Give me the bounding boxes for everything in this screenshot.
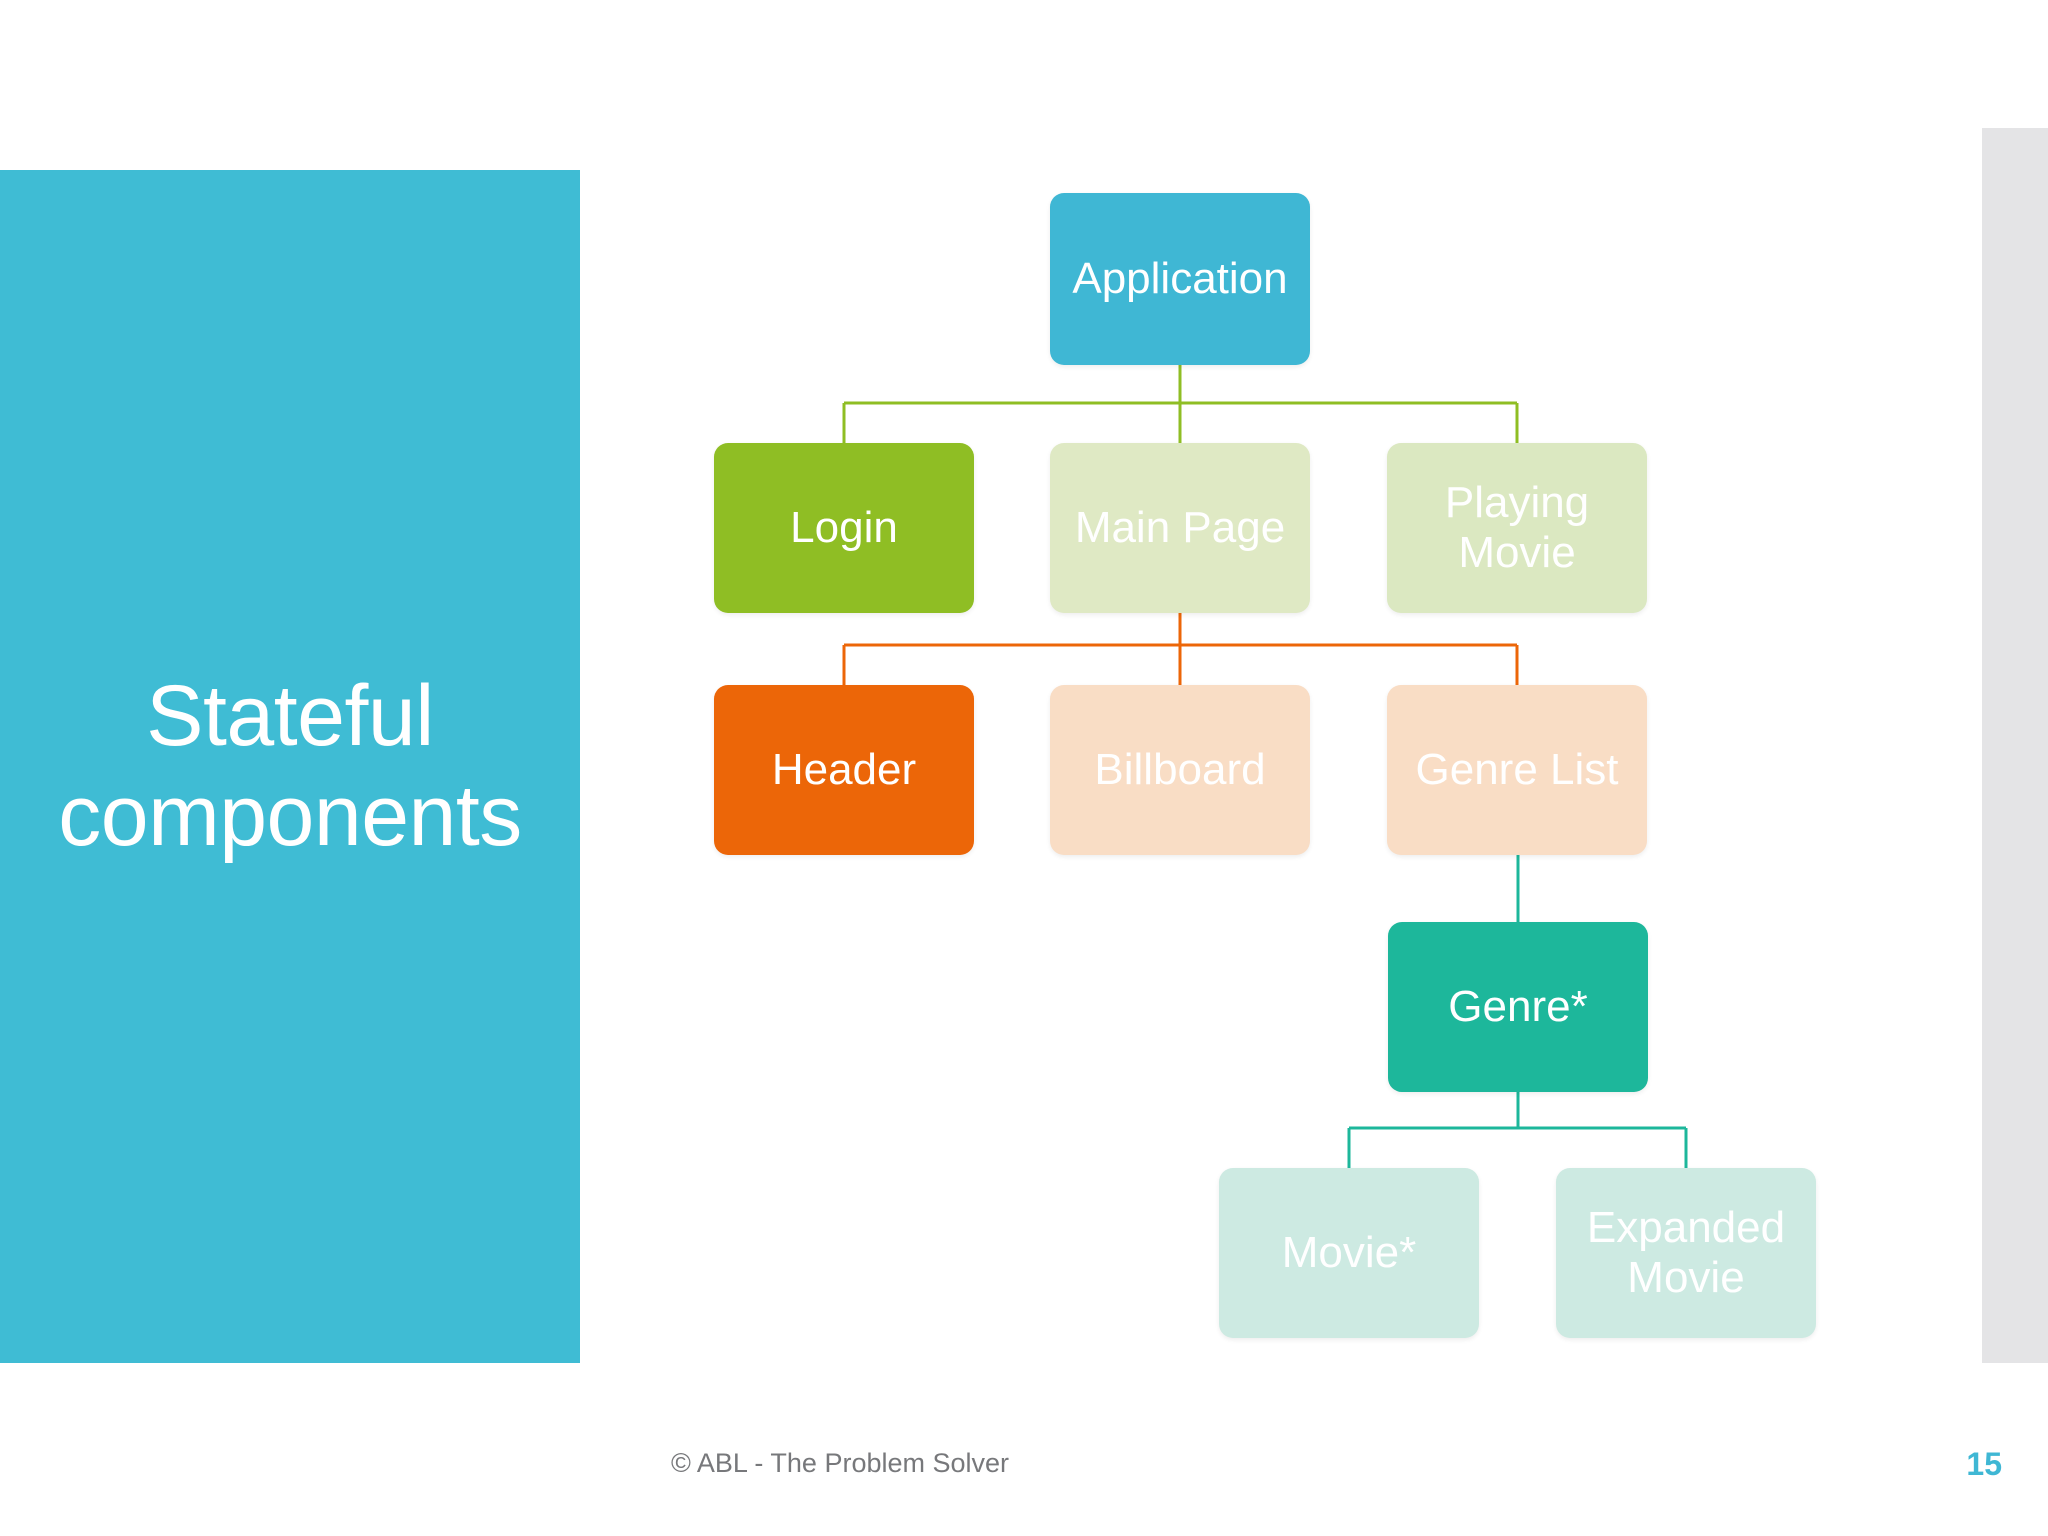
edge-group-green	[842, 365, 1519, 443]
node-billboard-label: Billboard	[1094, 744, 1266, 794]
node-application-label: Application	[1072, 253, 1288, 303]
node-expanded-movie-label: Expanded Movie	[1579, 1203, 1793, 1303]
page-title-line-1: Stateful	[146, 667, 434, 764]
node-movie-label: Movie*	[1281, 1227, 1417, 1277]
node-genre-list[interactable]: Genre List	[1387, 685, 1647, 855]
node-expanded-movie-label-line-2: Movie	[1627, 1253, 1745, 1302]
node-expanded-movie[interactable]: Expanded Movie	[1556, 1168, 1816, 1338]
node-main-page[interactable]: Main Page	[1050, 443, 1310, 613]
node-movie[interactable]: Movie*	[1219, 1168, 1479, 1338]
node-application[interactable]: Application	[1050, 193, 1310, 365]
node-main-page-label: Main Page	[1074, 502, 1286, 552]
page-title: Stateful components	[38, 667, 542, 867]
node-genre-list-label: Genre List	[1415, 744, 1619, 794]
node-login[interactable]: Login	[714, 443, 974, 613]
page-title-line-2: components	[58, 767, 522, 864]
node-playing-movie-label: Playing Movie	[1437, 478, 1597, 578]
node-expanded-movie-label-line-1: Expanded	[1586, 1202, 1786, 1252]
node-login-label: Login	[790, 502, 898, 552]
footer-copyright: © ABL - The Problem Solver	[670, 1448, 1010, 1478]
edge-group-orange	[842, 613, 1519, 685]
connector-lines	[842, 365, 1688, 1168]
component-tree-diagram: Application Login Main Page Playing Movi…	[714, 193, 1816, 1338]
page-number: 15	[1966, 1446, 2002, 1482]
node-header[interactable]: Header	[714, 685, 974, 855]
node-header-label: Header	[771, 744, 917, 794]
node-playing-movie[interactable]: Playing Movie	[1387, 443, 1647, 613]
edge-group-teal	[1347, 855, 1688, 1168]
title-panel: Stateful components	[0, 170, 580, 1363]
node-playing-movie-label-line-2: Movie	[1458, 528, 1576, 577]
node-billboard[interactable]: Billboard	[1050, 685, 1310, 855]
node-genre[interactable]: Genre*	[1388, 922, 1648, 1092]
node-playing-movie-label-line-1: Playing	[1444, 477, 1590, 527]
node-genre-label: Genre*	[1448, 981, 1588, 1031]
right-accent-bar	[1982, 128, 2048, 1363]
